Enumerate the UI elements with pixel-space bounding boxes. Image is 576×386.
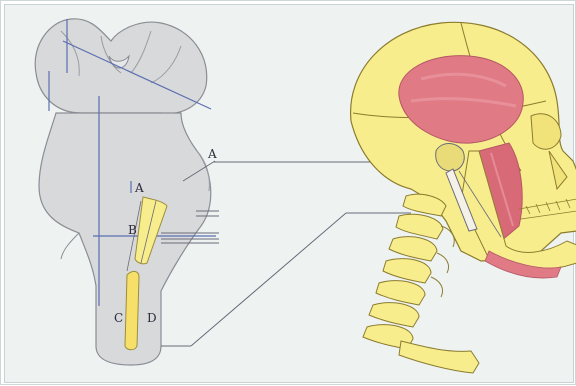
label-a-pointer: A	[208, 148, 217, 160]
label-b-brainstem: B	[128, 224, 137, 236]
label-d-brainstem: D	[147, 312, 157, 324]
skull	[351, 22, 576, 278]
label-a-brainstem: A	[135, 182, 144, 194]
label-c-brainstem: C	[114, 312, 123, 324]
